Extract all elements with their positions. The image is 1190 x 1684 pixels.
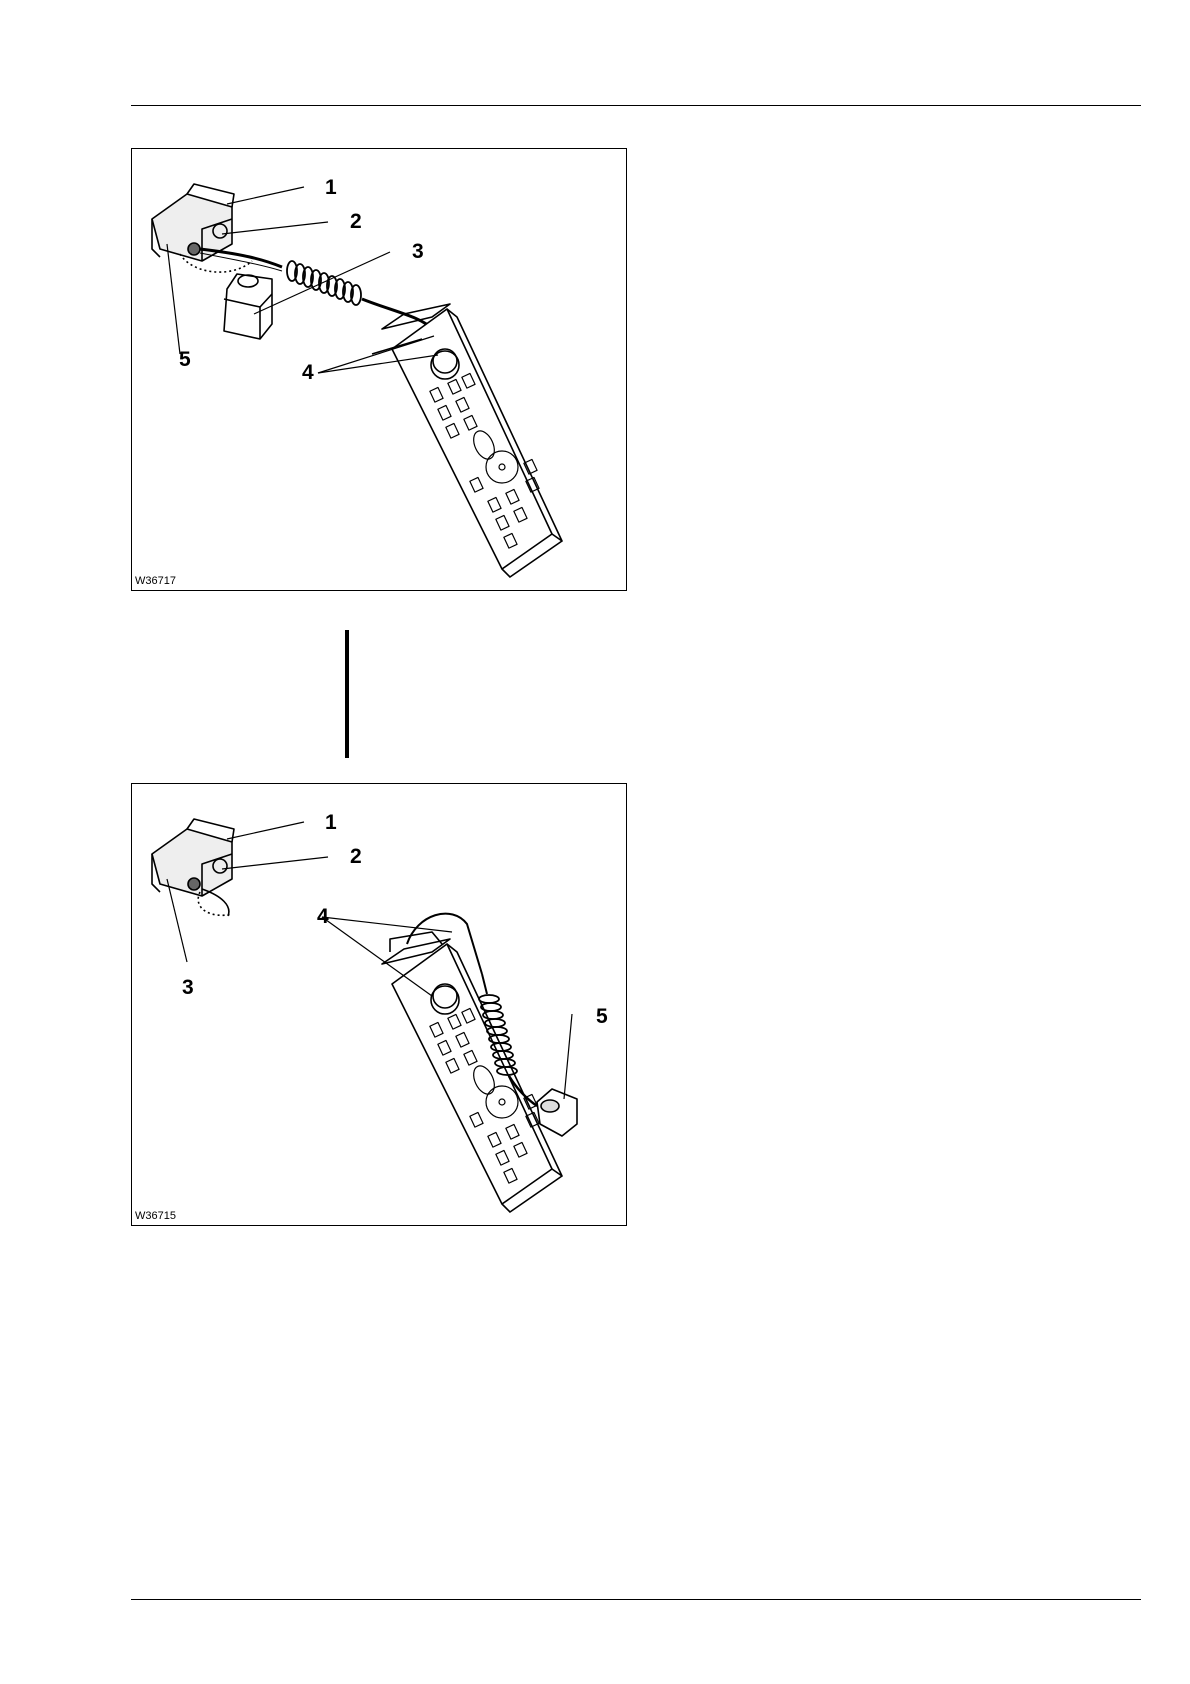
- header-rule: [131, 105, 1141, 106]
- callout-3: 3: [182, 977, 194, 998]
- callout-2: 2: [350, 211, 362, 232]
- change-bar: [345, 630, 349, 758]
- figure-code: W36715: [135, 1210, 176, 1222]
- callout-2: 2: [350, 846, 362, 867]
- figure-code: W36717: [135, 575, 176, 587]
- callout-4: 4: [317, 906, 329, 927]
- callout-1: 1: [325, 812, 337, 833]
- footer-rule: [131, 1599, 1141, 1600]
- callout-3: 3: [412, 241, 424, 262]
- illustration-remote-control-with-plug: [132, 149, 626, 590]
- callout-4: 4: [302, 362, 314, 383]
- figure-remote-control-connected: 1 2 3 4 5 W36715: [131, 783, 627, 1226]
- callout-5: 5: [596, 1006, 608, 1027]
- callout-1: 1: [325, 177, 337, 198]
- callout-5: 5: [179, 349, 191, 370]
- figure-remote-control-stowed: 1 2 3 4 5 W36717: [131, 148, 627, 591]
- illustration-remote-control-plugged-in: [132, 784, 626, 1225]
